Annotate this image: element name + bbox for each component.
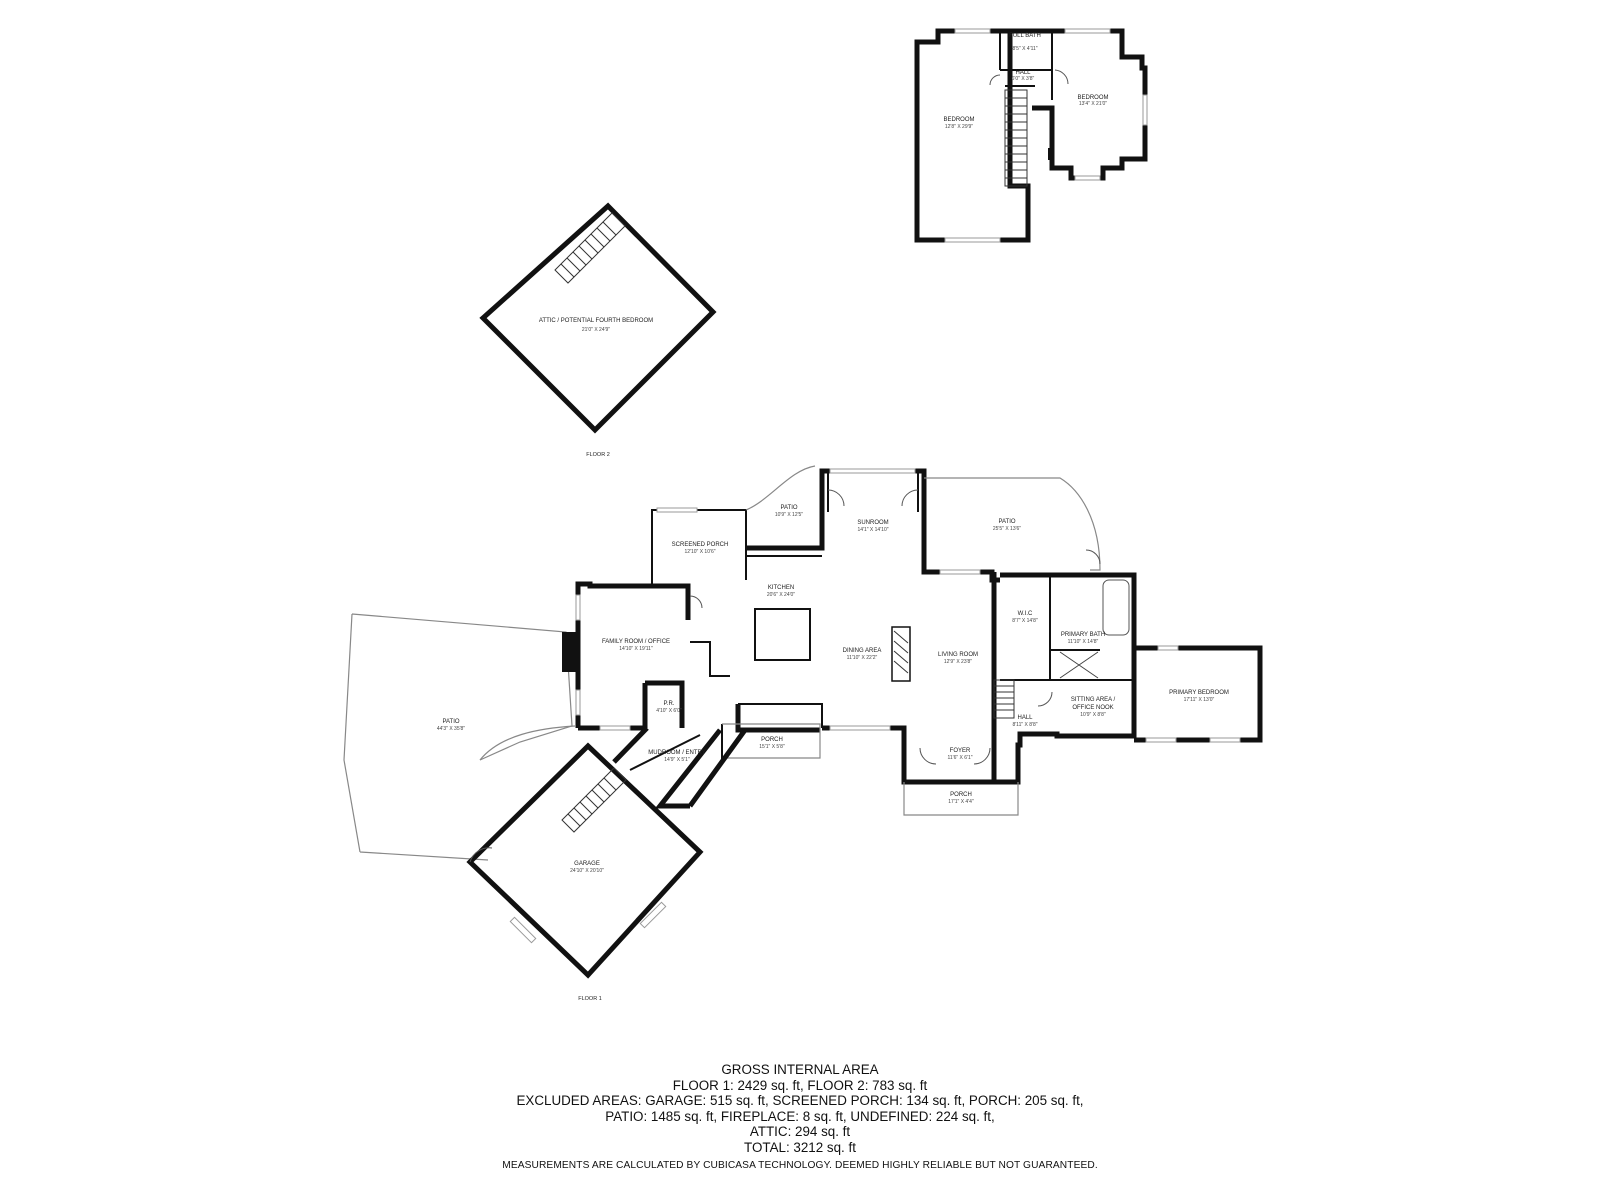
floor2-staircase-icon bbox=[1004, 89, 1028, 187]
primary-bedroom-label: PRIMARY BEDROOM bbox=[1169, 690, 1229, 696]
living-room-dim: 12'9" X 23'8" bbox=[944, 659, 972, 665]
attic-label: ATTIC / POTENTIAL FOURTH BEDROOM bbox=[539, 318, 653, 324]
floor1-staircase-icon bbox=[993, 679, 1015, 719]
garage-unit bbox=[466, 742, 704, 979]
dining-label: DINING AREA bbox=[843, 648, 882, 654]
garage-staircase-icon bbox=[561, 767, 627, 833]
summary-excluded-areas-cont: PATIO: 1485 sq. ft, FIREPLACE: 8 sq. ft,… bbox=[605, 1108, 995, 1124]
screened-porch-dim: 12'10" X 10'6" bbox=[684, 549, 715, 555]
kitchen-dim: 20'6" X 24'0" bbox=[767, 592, 795, 598]
full-bath-dim: 8'5" X 4'11" bbox=[1012, 46, 1037, 52]
kitchen-label: KITCHEN bbox=[768, 585, 794, 591]
family-room-dim: 14'10" X 19'11" bbox=[619, 646, 653, 652]
patio-large-label: PATIO bbox=[442, 719, 459, 725]
summary-excluded-areas: EXCLUDED AREAS: GARAGE: 515 sq. ft, SCRE… bbox=[516, 1093, 1084, 1109]
porch-front-label: PORCH bbox=[950, 792, 972, 798]
dining-dim: 11'10" X 22'2" bbox=[847, 655, 878, 661]
family-room-label: FAMILY ROOM / OFFICE bbox=[602, 639, 670, 645]
floor2-label: FLOOR 2 bbox=[586, 452, 610, 458]
summary-floor-areas: FLOOR 1: 2429 sq. ft, FLOOR 2: 783 sq. f… bbox=[672, 1077, 928, 1093]
porch-mid-label: PORCH bbox=[761, 737, 783, 743]
sitting-area-label-2: OFFICE NOOK bbox=[1072, 705, 1113, 711]
area-summary: GROSS INTERNAL AREA FLOOR 1: 2429 sq. ft… bbox=[0, 1062, 1600, 1173]
primary-bedroom-dim: 17'11" X 13'0" bbox=[1184, 697, 1215, 703]
full-bath-label: FULL BATH bbox=[1009, 33, 1041, 39]
powder-room-dim: 4'10" X 6'0" bbox=[656, 708, 682, 714]
living-room-label: LIVING ROOM bbox=[938, 652, 978, 658]
disclaimer-text: MEASUREMENTS ARE CALCULATED BY CUBICASA … bbox=[502, 1159, 1098, 1171]
bedroom-left-label: BEDROOM bbox=[943, 117, 974, 123]
foyer-dim: 11'6" X 6'1" bbox=[947, 755, 972, 761]
patio-right-label: PATIO bbox=[998, 519, 1015, 525]
porch-mid-dim: 15'1" X 5'8" bbox=[759, 744, 785, 750]
powder-room-label: P.R. bbox=[664, 701, 675, 707]
sunroom-label: SUNROOM bbox=[857, 520, 888, 526]
foyer-label: FOYER bbox=[950, 748, 971, 754]
bedroom-left-dim: 12'8" X 29'9" bbox=[945, 124, 973, 130]
garage-label: GARAGE bbox=[574, 861, 600, 867]
bedroom-right-label: BEDROOM bbox=[1077, 95, 1108, 101]
hall-lower-dim: 8'11" X 8'8" bbox=[1012, 722, 1037, 728]
patio-right-dim: 25'5" X 13'6" bbox=[993, 526, 1021, 532]
patio-top-label: PATIO bbox=[780, 505, 797, 511]
patio-top-dim: 10'9" X 12'5" bbox=[775, 512, 803, 518]
hall-upper-dim: 6'0" X 3'8" bbox=[1012, 76, 1035, 82]
floor1-label: FLOOR 1 bbox=[578, 996, 602, 1002]
sitting-area-label-1: SITTING AREA / bbox=[1071, 697, 1116, 703]
patio-large-dim: 44'3" X 35'8" bbox=[437, 726, 465, 732]
garage-dim: 24'10" X 20'10" bbox=[570, 868, 604, 874]
porch-front-dim: 17'1" X 4'4" bbox=[948, 799, 974, 805]
floor2-upper-unit bbox=[914, 28, 1148, 243]
summary-attic-area: ATTIC: 294 sq. ft bbox=[749, 1124, 851, 1140]
hall-lower-label: HALL bbox=[1017, 715, 1033, 721]
summary-title: GROSS INTERNAL AREA bbox=[721, 1062, 879, 1077]
bedroom-right-dim: 13'4" X 21'0" bbox=[1079, 101, 1107, 107]
screened-porch-label: SCREENED PORCH bbox=[672, 542, 729, 548]
mudroom-dim: 14'9" X 5'1" bbox=[664, 757, 690, 763]
wic-label: W.I.C bbox=[1018, 611, 1033, 617]
attic-dim: 21'0" X 24'9" bbox=[582, 327, 610, 333]
floor1-main-house bbox=[343, 465, 1263, 861]
summary-total: TOTAL: 3212 sq. ft bbox=[744, 1139, 856, 1155]
primary-bath-dim: 11'10" X 14'8" bbox=[1068, 639, 1099, 645]
attic-staircase-icon bbox=[554, 212, 626, 284]
patio-large-outline bbox=[343, 613, 573, 861]
sunroom-dim: 14'1" X 14'10" bbox=[857, 527, 888, 533]
wic-dim: 8'7" X 14'8" bbox=[1012, 618, 1038, 624]
sitting-area-dim: 10'9" X 8'8" bbox=[1080, 712, 1106, 718]
primary-bath-label: PRIMARY BATH bbox=[1061, 632, 1105, 638]
hall-upper-label: HALL bbox=[1015, 70, 1031, 76]
attic-unit bbox=[479, 202, 717, 434]
mudroom-label: MUDROOM / ENTRY bbox=[648, 750, 706, 756]
